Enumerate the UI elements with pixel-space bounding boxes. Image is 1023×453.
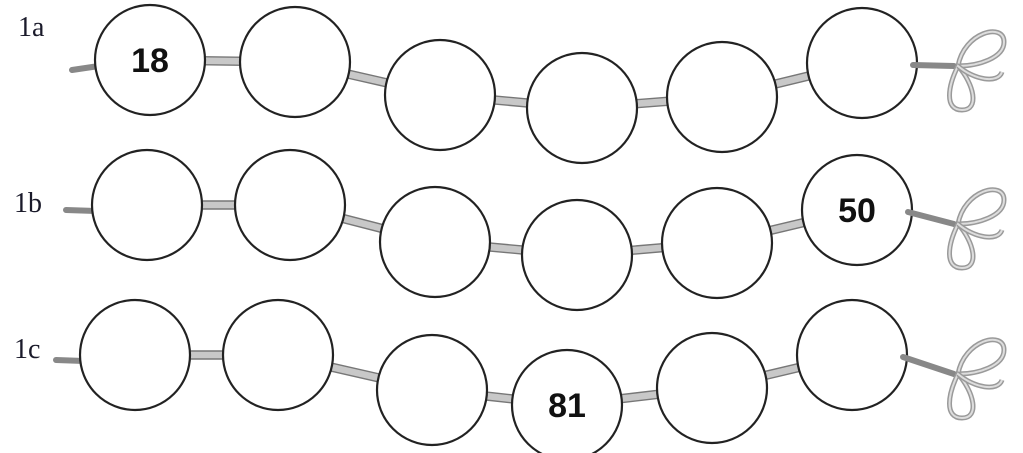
string-end	[910, 62, 957, 69]
string-tail	[63, 207, 99, 214]
bead-circle	[90, 148, 204, 262]
chain-row-1b: 1b 50	[14, 148, 1007, 312]
bead-circle	[655, 331, 769, 445]
bow-knot-icon	[947, 187, 1007, 271]
bead-circle	[795, 298, 909, 412]
bead-circle	[78, 298, 192, 412]
bead-circle	[525, 51, 639, 165]
bead-circle	[520, 198, 634, 312]
bow-loop-highlight	[957, 65, 1003, 81]
bead-circle	[221, 298, 335, 412]
bow-loop-highlight	[956, 338, 1006, 376]
bead-circle	[383, 38, 497, 152]
bead-circle	[510, 348, 624, 453]
chain-row-1c: 1c 81	[14, 298, 1007, 453]
bead-number: 50	[838, 192, 876, 230]
bow-loop-highlight	[948, 222, 975, 270]
bead-number: 18	[131, 42, 169, 80]
chain-row-1a: 1a 18	[18, 3, 1007, 165]
bead-circle	[665, 40, 779, 154]
bow-loop-highlight	[957, 373, 1003, 389]
bead-circle	[233, 148, 347, 262]
bow-loop-highlight	[956, 188, 1006, 226]
bead-number: 81	[548, 387, 586, 425]
string-end	[900, 354, 957, 377]
bow-loop-highlight	[948, 64, 975, 112]
row-label: 1a	[18, 12, 45, 43]
string-end	[905, 209, 957, 227]
bow-loop-highlight	[957, 223, 1003, 239]
bead-circle	[93, 3, 207, 117]
bow-knot-icon	[947, 29, 1007, 113]
bead-circle	[378, 185, 492, 299]
row-label: 1c	[14, 334, 40, 365]
bow-loop-highlight	[956, 30, 1006, 68]
row-label: 1b	[14, 188, 42, 219]
bow-knot-icon	[947, 337, 1007, 421]
bead-circle	[805, 6, 919, 120]
bead-circle	[375, 333, 489, 447]
bow-loop-highlight	[948, 372, 975, 420]
bead-circle	[238, 5, 352, 119]
bead-circle	[660, 186, 774, 300]
